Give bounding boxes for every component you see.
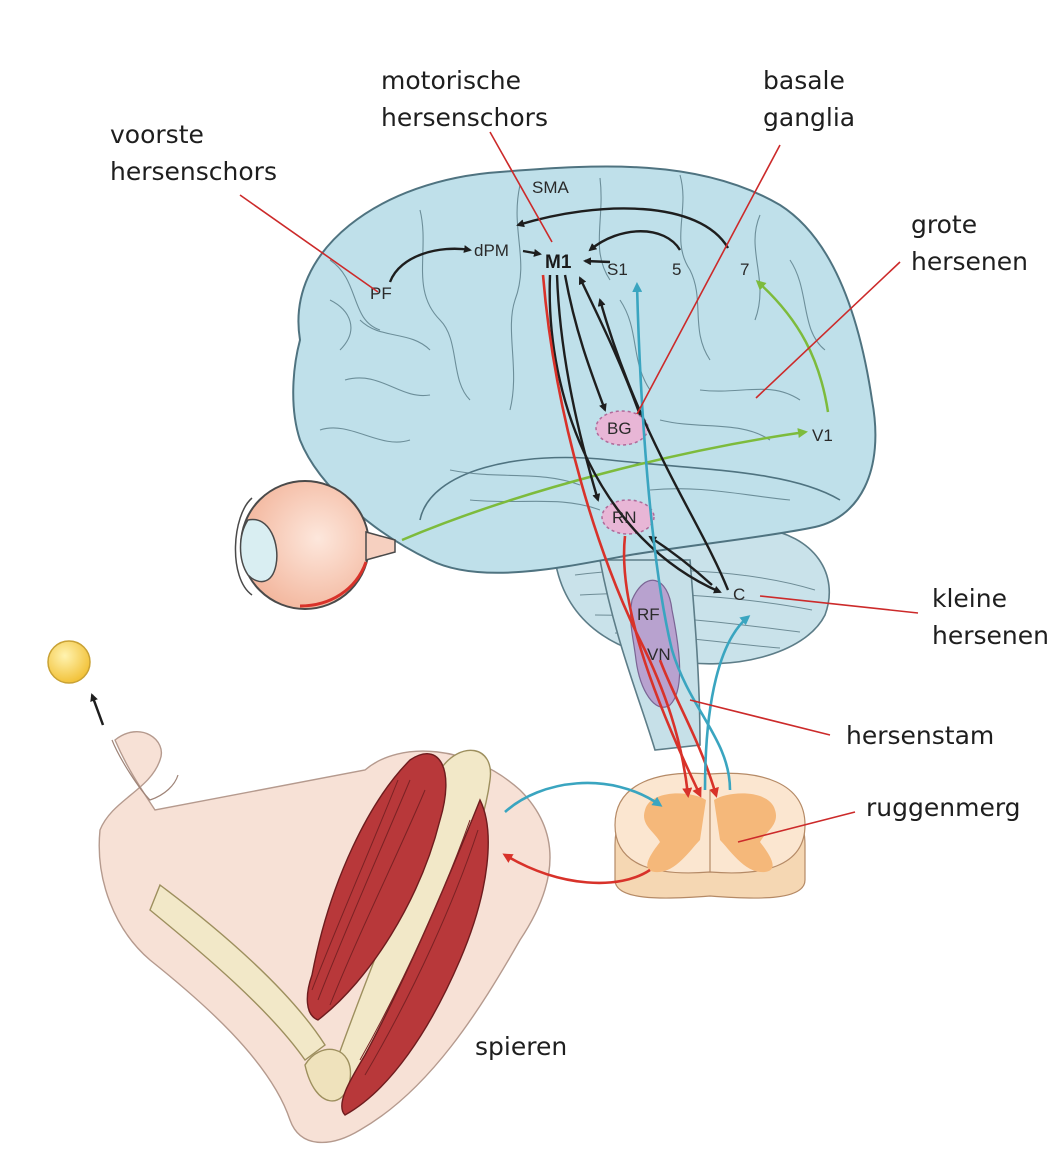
callout-line: spieren (475, 1032, 568, 1061)
callout-line: hersenstam (846, 721, 995, 750)
internal-pathways (388, 207, 730, 594)
callout-line: hersenschors (381, 103, 548, 132)
leader-kleine (759, 595, 919, 614)
callout-line: ruggenmerg (866, 793, 1021, 822)
motor-pathways (502, 274, 719, 885)
biceps-muscle (306, 753, 447, 1021)
callout-line: grote (911, 210, 978, 239)
leader-lines (239, 131, 919, 843)
leader-grote (755, 261, 901, 399)
visual-pathway (401, 279, 830, 542)
callout-line: hersenschors (110, 157, 277, 186)
callout-spieren: spieren (475, 1028, 567, 1065)
sensory-pathways (504, 282, 751, 813)
leader-voorste (239, 194, 379, 293)
label-vn: VN (647, 645, 671, 664)
callout-grote-hersenen: grote hersenen (911, 206, 1028, 280)
callout-kleine-hersenen: kleine hersenen (932, 580, 1049, 654)
eye (234, 480, 396, 610)
label-c: C (733, 585, 745, 604)
callout-ruggenmerg: ruggenmerg (866, 789, 1021, 826)
label-rn: RN (612, 508, 637, 527)
callout-motorische-hersenschors: motorische hersenschors (381, 62, 548, 136)
label-rf: RF (637, 605, 660, 624)
callout-line: motorische (381, 66, 521, 95)
leader-hersenstam (689, 699, 831, 736)
label-pf: PF (370, 284, 392, 303)
nucleus-rn (601, 499, 655, 535)
label-m1: M1 (545, 252, 572, 273)
leader-basale (636, 144, 781, 415)
label-area-7: 7 (740, 260, 749, 279)
callout-hersenstam: hersenstam (846, 717, 994, 754)
callout-line: kleine (932, 584, 1007, 613)
callout-line: hersenen (932, 621, 1049, 650)
callout-line: hersenen (911, 247, 1028, 276)
cerebrum (292, 165, 877, 574)
triceps-muscle (341, 798, 489, 1116)
callout-line: ganglia (763, 103, 856, 132)
callout-basale-ganglia: basale ganglia (763, 62, 855, 136)
leader-motorische (489, 131, 553, 243)
label-bg: BG (607, 419, 632, 438)
callout-line: voorste (110, 120, 204, 149)
target-dot (47, 640, 91, 684)
spinal-cord-section (614, 772, 806, 899)
callout-voorste-hersenschors: voorste hersenschors (110, 116, 277, 190)
callout-line: basale (763, 66, 845, 95)
label-v1: V1 (812, 426, 833, 445)
pointing-arrow (90, 693, 105, 726)
label-area-5: 5 (672, 260, 681, 279)
region-labels: SMA dPM M1 S1 5 7 PF BG RN RF VN V1 C (370, 178, 833, 664)
label-sma: SMA (532, 178, 570, 197)
label-s1: S1 (607, 260, 628, 279)
leader-ruggenmerg (737, 811, 856, 843)
label-dpm: dPM (474, 241, 509, 260)
